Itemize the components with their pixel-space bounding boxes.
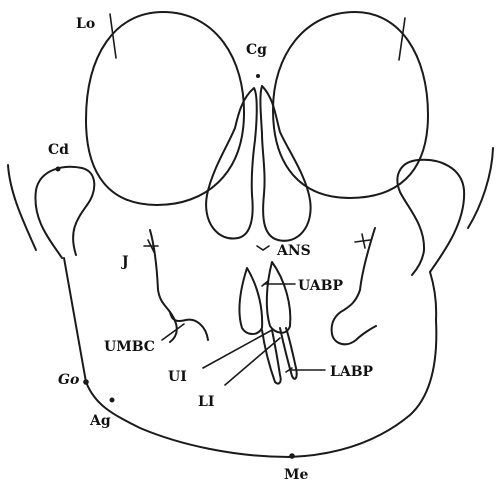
label-j: J <box>120 254 129 270</box>
right-cranial-outline <box>468 148 493 228</box>
label-uabp: UABP <box>298 278 343 294</box>
label-cd: Cd <box>48 142 69 158</box>
upper-incisor-right <box>267 262 291 333</box>
ui-leader <box>203 330 272 368</box>
ans-point <box>257 246 269 250</box>
right-orbit-outline <box>273 12 428 198</box>
label-li: LI <box>198 394 214 410</box>
me-point <box>289 453 295 459</box>
label-go: Go <box>58 372 79 388</box>
lower-incisor-left <box>262 330 281 384</box>
label-ag: Ag <box>89 413 111 429</box>
label-me: Me <box>284 467 308 483</box>
left-cranial-outline <box>8 165 36 250</box>
left-orbit-outline <box>86 12 244 205</box>
label-lo: Lo <box>76 16 95 32</box>
li-leader <box>225 338 280 385</box>
ag-point <box>110 398 115 403</box>
right-jugal-marker <box>355 234 370 248</box>
label-umbc: UMBC <box>104 339 155 355</box>
label-ui: UI <box>168 369 187 385</box>
cg-point <box>256 74 260 78</box>
upper-incisor-left <box>240 268 263 334</box>
right-orbit-marker-line <box>399 18 405 60</box>
label-cg: Cg <box>246 42 267 58</box>
left-jugal-contour <box>150 230 208 340</box>
j-marker <box>144 240 158 252</box>
label-ans: ANS <box>276 243 311 259</box>
cd-point <box>56 167 61 172</box>
left-condyle-outline <box>35 167 94 258</box>
go-point <box>83 379 89 385</box>
mandible-outline <box>64 258 436 457</box>
umbc-leader <box>162 324 184 340</box>
label-labp: LABP <box>330 364 374 380</box>
left-nasal-cavity <box>206 88 257 239</box>
